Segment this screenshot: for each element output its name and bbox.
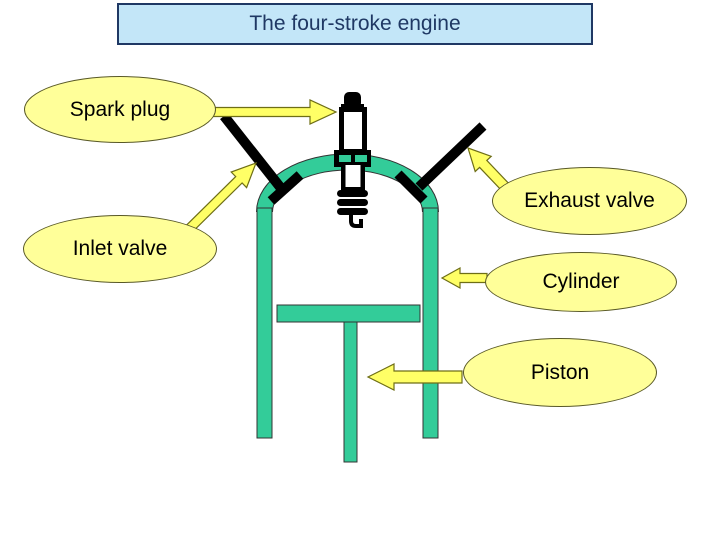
label-spark-plug-text: Spark plug xyxy=(69,97,171,121)
exhaust-valve-head xyxy=(394,170,428,204)
inlet-valve-stem xyxy=(220,112,288,196)
label-inlet-valve: Inlet valve xyxy=(23,215,217,283)
slide-title-text: The four-stroke engine xyxy=(249,12,461,35)
spark-plug-arrow xyxy=(211,99,338,125)
label-exhaust-valve-text: Exhaust valve xyxy=(524,189,655,212)
spark-plug-rib-1 xyxy=(337,190,368,197)
spark-plug-electrode xyxy=(349,213,363,228)
piston-rod xyxy=(343,321,358,463)
spark-plug-rib-3 xyxy=(337,208,368,215)
spark-plug-slot-left xyxy=(339,155,351,162)
label-piston-text: Piston xyxy=(530,360,590,384)
cylinder-arrow xyxy=(440,266,488,290)
cylinder-left-wall xyxy=(256,207,273,439)
spark-plug-lower-inner xyxy=(345,165,361,187)
piston-crown xyxy=(276,304,421,323)
exhaust-valve-graphic xyxy=(394,122,487,204)
label-inlet-valve-text: Inlet valve xyxy=(72,237,168,260)
piston-arrow xyxy=(366,363,463,391)
label-spark-plug: Spark plug xyxy=(24,76,216,143)
spark-plug-hex-nut xyxy=(334,150,371,167)
cylinder-right-wall xyxy=(422,207,439,439)
inlet-valve-head xyxy=(267,171,304,205)
spark-plug-upper-inner xyxy=(344,112,362,149)
label-cylinder-text: Cylinder xyxy=(542,270,620,293)
label-exhaust-valve: Exhaust valve xyxy=(492,167,687,235)
inlet-valve-arrow xyxy=(184,161,258,234)
spark-plug-slot-right xyxy=(355,155,367,162)
spark-plug-graphic xyxy=(334,92,371,228)
piston-graphic xyxy=(276,304,421,463)
exhaust-valve-stem xyxy=(415,122,487,191)
label-piston: Piston xyxy=(463,338,657,407)
inlet-valve-graphic xyxy=(220,112,304,205)
label-cylinder: Cylinder xyxy=(485,252,677,312)
slide-title: The four-stroke engine xyxy=(117,3,593,45)
spark-plug-rib-2 xyxy=(337,199,368,206)
